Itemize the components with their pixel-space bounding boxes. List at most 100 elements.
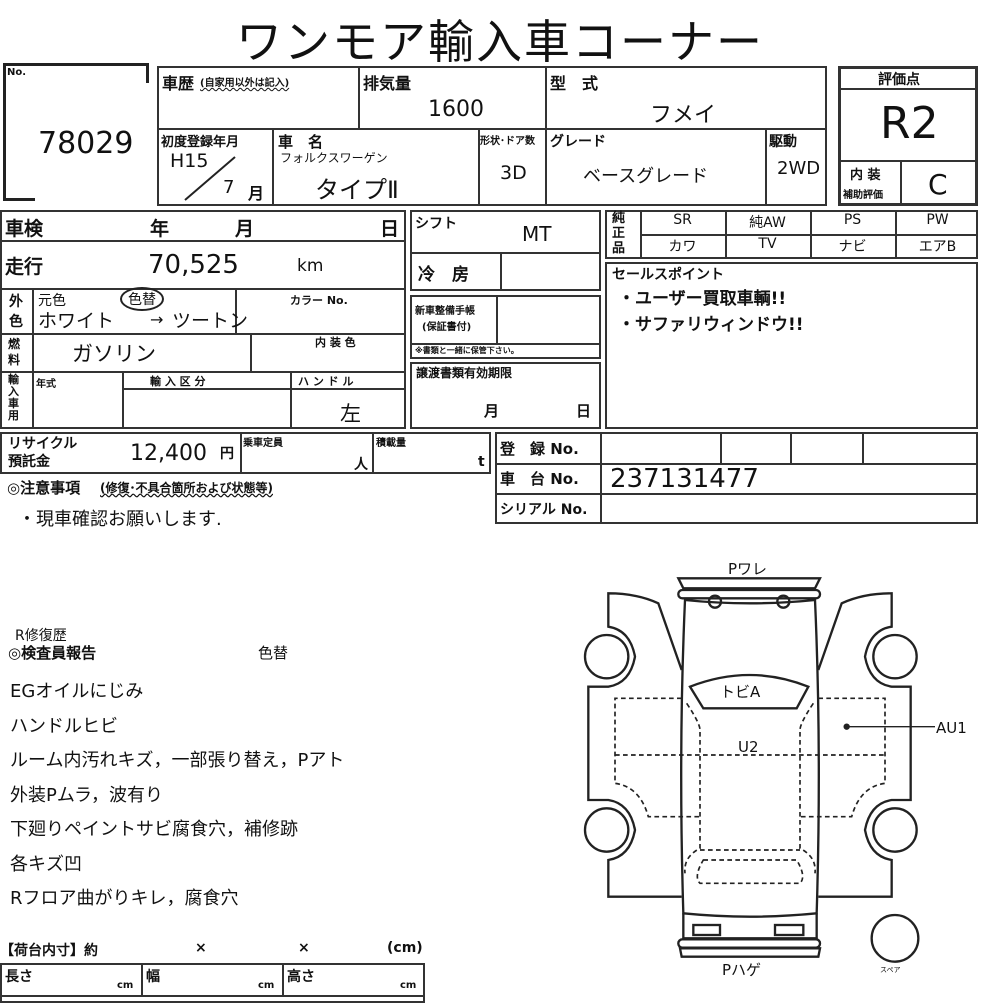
recycle-label-2: 預託金 [8, 454, 50, 470]
cargo-height-label: 高さ [287, 969, 315, 985]
wheel-icon [872, 807, 918, 853]
page-title: ワンモア輸入車コーナー [236, 15, 764, 69]
reg-no-label: 登 録 No. [500, 440, 579, 458]
maintenance-box [410, 295, 601, 359]
cm-unit: cm [258, 980, 275, 991]
lot-label: No. [7, 67, 27, 78]
wheel-icon [583, 633, 630, 680]
handle-label: ハ ン ド ル [298, 375, 354, 388]
drive-label: 駆動 [769, 134, 797, 150]
side-damage-label: AU1 [936, 719, 967, 737]
notes-sub: (修復･不具合箇所および状態等) [100, 481, 273, 495]
shift-value: MT [522, 222, 552, 246]
model-code-label: 型 式 [550, 74, 599, 93]
cargo-unit: (cm) [387, 940, 423, 956]
cargo-length-label: 長さ [5, 969, 33, 985]
fuel-label-2: 料 [8, 353, 21, 367]
chassis-no-label: 車 台 No. [500, 470, 579, 488]
repaint-mark: 色替 [120, 287, 164, 311]
sales-point: ・サファリウィンドウ!! [618, 315, 804, 335]
notes-line: ・現車確認お願いします. [18, 509, 222, 530]
recycle-label: リサイクル [8, 436, 78, 452]
inspection-month: 月 [235, 218, 255, 240]
color-no-label: カラー No. [290, 294, 348, 307]
displacement-label: 排気量 [363, 74, 412, 93]
handle-value: 左 [340, 402, 361, 426]
car-model: タイプⅡ [315, 176, 399, 204]
spare-label: スペア [880, 966, 901, 974]
transfer-label: 譲渡書類有効期限 [416, 366, 513, 380]
times-sign: × [298, 940, 310, 956]
car-name-label: 車 名 [278, 133, 324, 151]
cm-unit: cm [400, 980, 417, 991]
import-year-label: 年式 [36, 379, 56, 390]
cm-unit: cm [117, 980, 134, 991]
lot-box [3, 63, 149, 201]
report-label: ◎検査員報告 [8, 644, 97, 662]
model-code-value: フメイ [650, 103, 717, 128]
option-item: ナビ [838, 239, 867, 255]
transfer-month: 月 [484, 402, 500, 420]
new-color: ツートン [172, 310, 249, 332]
sales-label: セールスポイント [612, 267, 724, 283]
fuel-label: 燃 [8, 337, 21, 351]
interior-color-label: 内 装 色 [315, 336, 356, 349]
inspection-label: 車検 [5, 218, 44, 240]
interior-sub-label: 補助評価 [843, 190, 883, 201]
notes-label: ◎注意事項 [7, 479, 81, 497]
yen-unit: 円 [220, 446, 234, 462]
option-item: PW [926, 212, 949, 228]
vehicle-info-grid [157, 66, 827, 206]
mileage-label: 走行 [5, 256, 44, 278]
first-reg-label: 初度登録年月 [161, 135, 240, 150]
inspection-grid [0, 210, 406, 429]
rear-damage-label: Pハゲ [722, 961, 762, 979]
exterior-label: 外 [9, 294, 23, 310]
wheel-icon [872, 633, 918, 680]
exterior-label-2: 色 [9, 314, 23, 330]
report-line: 下廻りペイントサビ腐食穴，補修跡 [10, 819, 298, 840]
report-line: ルーム内汚れキズ，一部張り替え，Pアト [10, 750, 345, 771]
times-sign: × [195, 940, 207, 956]
options-label: 純正品 [612, 211, 626, 256]
option-item: エアB [918, 239, 957, 255]
doors-label: 形状･ドア数 [480, 136, 535, 147]
inspection-year: 年 [150, 218, 170, 240]
car-body [680, 598, 820, 918]
sales-point-box [605, 262, 978, 429]
maint-sub-label: (保証書付) [422, 322, 472, 333]
cargo-table [0, 963, 425, 1003]
report-line: Rフロア曲がりキレ，腐食穴 [10, 888, 239, 909]
left-door [587, 592, 683, 898]
load-label: 積載量 [376, 438, 406, 449]
orig-color: ホワイト [38, 310, 115, 332]
maint-label: 新車整備手帳 [415, 306, 475, 317]
grade-label: グレード [550, 134, 606, 150]
orig-color-label: 元色 [38, 293, 66, 309]
registration-box [495, 432, 978, 524]
report-line: ハンドルヒビ [10, 715, 118, 737]
interior-label: 内 装 [850, 168, 881, 183]
option-item: 純AW [749, 215, 786, 231]
month-unit: 月 [248, 184, 265, 203]
wheel-icon [583, 807, 630, 853]
score-box [838, 66, 978, 206]
recycle-box [0, 432, 491, 474]
shift-ac-box [410, 210, 601, 291]
report-line: 外装Pムラ，波有り [10, 784, 164, 806]
mileage-unit: km [297, 256, 324, 276]
report-line: 各キズ凹 [10, 853, 82, 875]
shift-label: シフト [415, 216, 457, 232]
first-reg-month: 7 [223, 177, 235, 198]
history-label: 車歴 [162, 74, 195, 93]
transfer-day: 日 [576, 402, 592, 420]
cargo-label: 【荷台内寸】約 [0, 943, 98, 959]
right-door [817, 592, 912, 898]
front-bumper [676, 577, 822, 590]
arrow-icon: → [150, 310, 164, 329]
car-damage-diagram [583, 577, 935, 963]
roof-damage-label: U2 [738, 738, 759, 756]
recycle-value: 12,400 [130, 441, 207, 466]
chassis-no: 237131477 [610, 464, 759, 494]
capacity-unit: 人 [354, 457, 368, 473]
